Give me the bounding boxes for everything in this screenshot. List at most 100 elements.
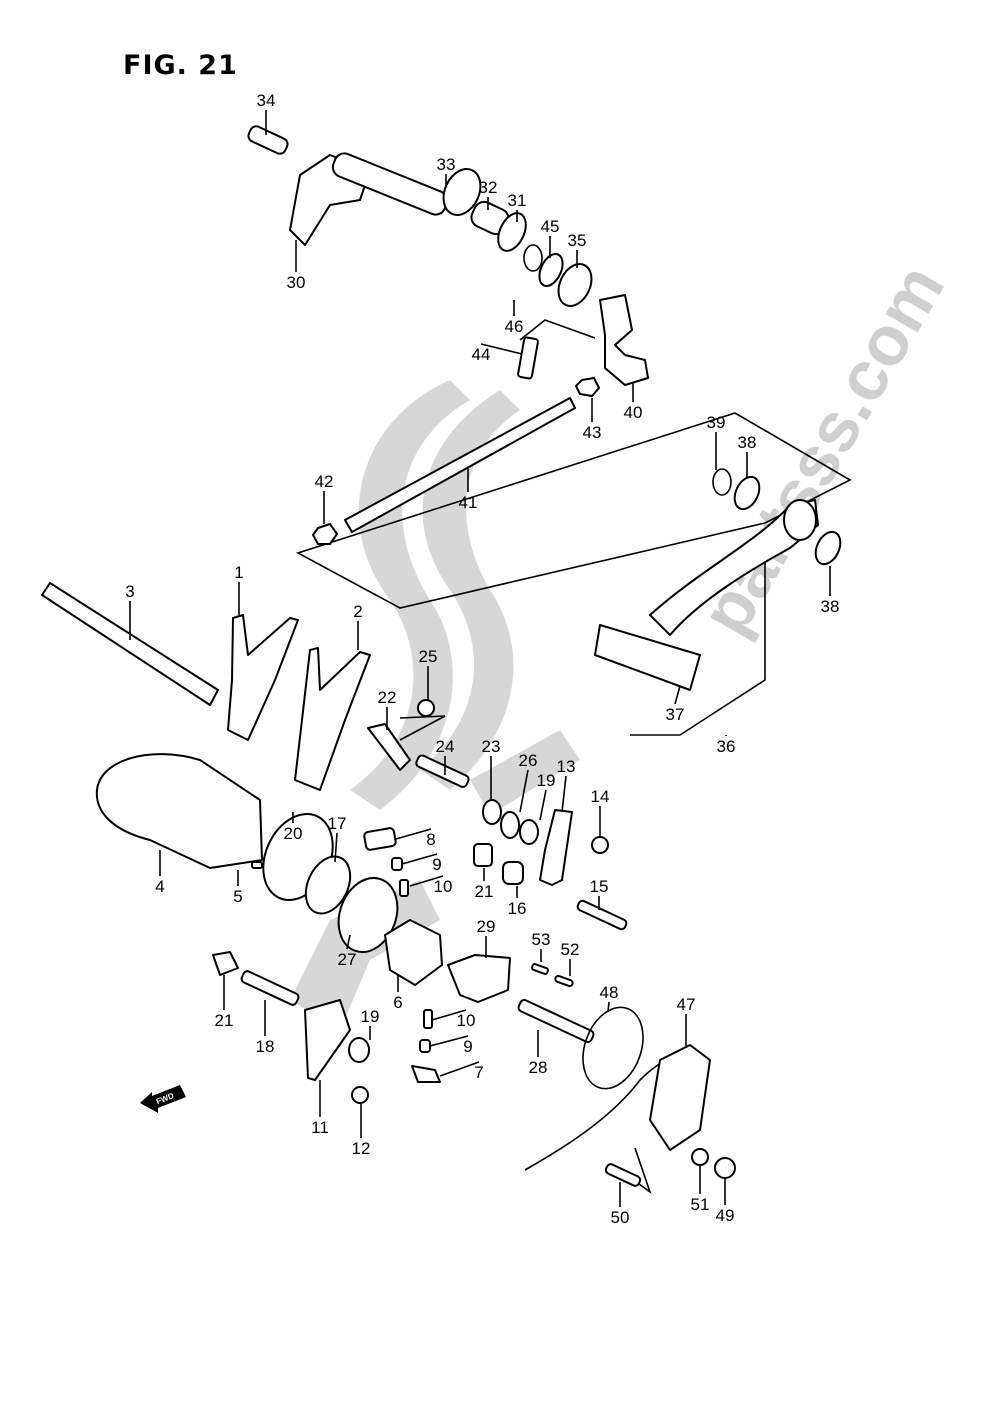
leader-line-7 <box>439 1061 480 1077</box>
callout-44: 44 <box>472 345 491 364</box>
callout-29: 29 <box>477 917 496 936</box>
part-40-shift-link <box>599 294 649 386</box>
callout-33: 33 <box>437 155 456 174</box>
part-29-gearshift-arm <box>447 954 511 1003</box>
callout-47: 47 <box>677 995 696 1014</box>
part-18-stud <box>240 970 300 1006</box>
callout-43: 43 <box>583 423 602 442</box>
part-19-nut-lower <box>348 1037 370 1063</box>
callout-7: 7 <box>474 1063 483 1082</box>
callout-48: 48 <box>600 983 619 1002</box>
part-28-bolt <box>517 998 595 1044</box>
part-11-bracket <box>304 999 351 1081</box>
callout-labels: 3430333231453546444043393838424131225223… <box>125 91 839 1227</box>
part-53-spring <box>531 963 549 975</box>
callout-9: 9 <box>432 855 441 874</box>
callout-31: 31 <box>508 191 527 210</box>
callout-52: 52 <box>561 940 580 959</box>
part-37-rubber-grip <box>594 624 701 691</box>
callout-35: 35 <box>568 231 587 250</box>
callout-5: 5 <box>233 887 242 906</box>
part-34-bolt <box>247 125 289 155</box>
callout-20: 20 <box>284 824 303 843</box>
fwd-arrow: FWD <box>140 1085 186 1113</box>
leader-line-10 <box>409 875 444 887</box>
part-8-pawl <box>363 827 397 851</box>
leader-line-9 <box>401 853 438 865</box>
part-46-circlip <box>523 244 543 272</box>
part-45-washer <box>538 253 564 287</box>
part-9-pin-upper <box>391 857 403 871</box>
leader-line-37 <box>674 685 681 705</box>
leader-line-27 <box>346 934 351 950</box>
leader-line-17 <box>334 832 338 863</box>
callout-21: 21 <box>215 1011 234 1030</box>
callout-19: 19 <box>537 771 556 790</box>
callout-26: 26 <box>519 751 538 770</box>
callout-17: 17 <box>328 814 347 833</box>
callout-53: 53 <box>532 930 551 949</box>
part-42-nut <box>312 523 338 545</box>
callout-39: 39 <box>707 413 726 432</box>
callout-11: 11 <box>311 1118 329 1137</box>
callout-38: 38 <box>738 433 757 452</box>
callout-6: 6 <box>393 993 402 1012</box>
part-25-nut <box>417 699 435 717</box>
callout-38: 38 <box>821 597 840 616</box>
callout-32: 32 <box>479 178 498 197</box>
callout-8: 8 <box>426 830 435 849</box>
callout-10: 10 <box>457 1011 476 1030</box>
callout-34: 34 <box>257 91 276 110</box>
part-38-washer-upper <box>733 475 761 511</box>
part-4-gearshift-cam <box>95 753 263 869</box>
callout-10: 10 <box>434 877 453 896</box>
callout-41: 41 <box>459 493 478 512</box>
callout-45: 45 <box>541 217 560 236</box>
callout-37: 37 <box>666 705 685 724</box>
callout-18: 18 <box>256 1037 275 1056</box>
callout-1: 1 <box>234 563 243 582</box>
leader-line-13 <box>561 775 567 813</box>
part-16-collar <box>502 861 524 885</box>
part-10-spring-lower <box>423 1009 433 1029</box>
callout-46: 46 <box>505 317 524 336</box>
part-49-nut <box>714 1157 736 1179</box>
part-21-plate-lower <box>212 951 239 976</box>
callout-2: 2 <box>353 602 362 621</box>
part-13-stopper-plate <box>539 809 573 886</box>
callout-27: 27 <box>338 950 357 969</box>
callout-40: 40 <box>624 403 643 422</box>
part-3-fork-shaft <box>41 582 219 706</box>
part-21-plate-upper <box>473 843 493 867</box>
callout-50: 50 <box>611 1208 630 1227</box>
fwd-arrow-icon <box>140 1085 186 1113</box>
leader-line-10 <box>431 1009 467 1021</box>
part-36-lever-boss <box>783 499 817 541</box>
callout-24: 24 <box>436 737 455 756</box>
part-35-oil-seal <box>557 263 593 307</box>
callout-22: 22 <box>378 688 397 707</box>
leader-line-8 <box>395 828 432 840</box>
callout-36: 36 <box>717 737 736 756</box>
part-48-switch-cable-loop <box>582 1006 644 1090</box>
part-5-pin <box>251 861 263 869</box>
part-9-pin-lower <box>419 1039 431 1053</box>
part-19-nut-upper <box>519 819 539 845</box>
part-1-shift-fork <box>227 614 299 741</box>
callout-25: 25 <box>419 647 438 666</box>
part-51-washer <box>691 1148 709 1166</box>
leader-line-26 <box>519 769 529 813</box>
figure-title: FIG. 21 <box>123 50 238 81</box>
part-23-spring <box>482 799 502 825</box>
part-2-shift-fork <box>294 647 371 791</box>
callout-23: 23 <box>482 737 501 756</box>
callout-28: 28 <box>529 1058 548 1077</box>
callout-14: 14 <box>591 787 610 806</box>
callout-13: 13 <box>557 757 576 776</box>
part-44-bolt <box>517 336 539 380</box>
part-17-washer <box>304 855 352 915</box>
part-14-screw <box>591 836 609 854</box>
callout-30: 30 <box>287 273 306 292</box>
parts <box>41 125 842 1187</box>
callout-19: 19 <box>361 1007 380 1026</box>
